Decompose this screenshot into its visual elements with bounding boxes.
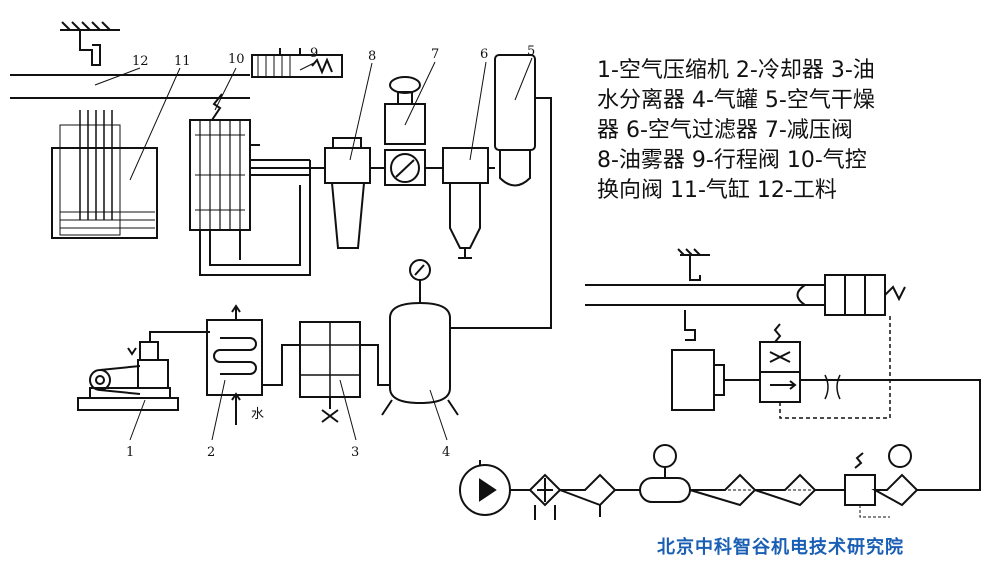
- label-12: 12: [132, 54, 149, 69]
- oil-water-separator-3: [299, 321, 390, 423]
- label-1: 1: [126, 445, 134, 460]
- legend-line: 8-油雾器 9-行程阀 10-气控: [597, 148, 867, 173]
- label-5: 5: [527, 44, 535, 59]
- legend-line: 器 6-空气过滤器 7-减压阀: [597, 118, 853, 143]
- legend-line: 1-空气压缩机 2-冷却器 3-油: [597, 58, 875, 83]
- right-circuit: [459, 248, 981, 520]
- water-label: 水: [251, 407, 264, 422]
- label-8: 8: [368, 49, 376, 64]
- legend-line: 水分离器 4-气罐 5-空气干燥: [597, 88, 875, 113]
- pressure-reducing-valve-7: [384, 76, 426, 186]
- cooler-2: [206, 304, 300, 425]
- label-11: 11: [174, 54, 191, 69]
- label-9: 9: [310, 46, 318, 61]
- watermark: 北京中科智谷机电技术研究院: [657, 537, 904, 558]
- air-dryer-5: [451, 54, 552, 329]
- label-7: 7: [431, 47, 439, 62]
- label-6: 6: [480, 47, 488, 62]
- label-4: 4: [442, 445, 450, 460]
- legend-line: 换向阀 11-气缸 12-工料: [597, 178, 837, 203]
- air-filter-6: [442, 147, 489, 259]
- stroke-valve-9: [251, 48, 343, 78]
- air-compressor-1: [77, 331, 210, 411]
- component-numbers: 12 11 10 9 8 7 6 5 1 2 3 4 水: [126, 44, 535, 460]
- air-tank-4: [381, 259, 459, 416]
- component-legend: 1-空气压缩机 2-冷却器 3-油 水分离器 4-气罐 5-空气干燥 器 6-空…: [597, 56, 967, 206]
- workpiece-clamp-assembly: [10, 21, 311, 276]
- oil-mist-lubricator-8: [324, 137, 371, 249]
- label-3: 3: [351, 445, 359, 460]
- label-10: 10: [228, 52, 245, 67]
- label-2: 2: [207, 445, 215, 460]
